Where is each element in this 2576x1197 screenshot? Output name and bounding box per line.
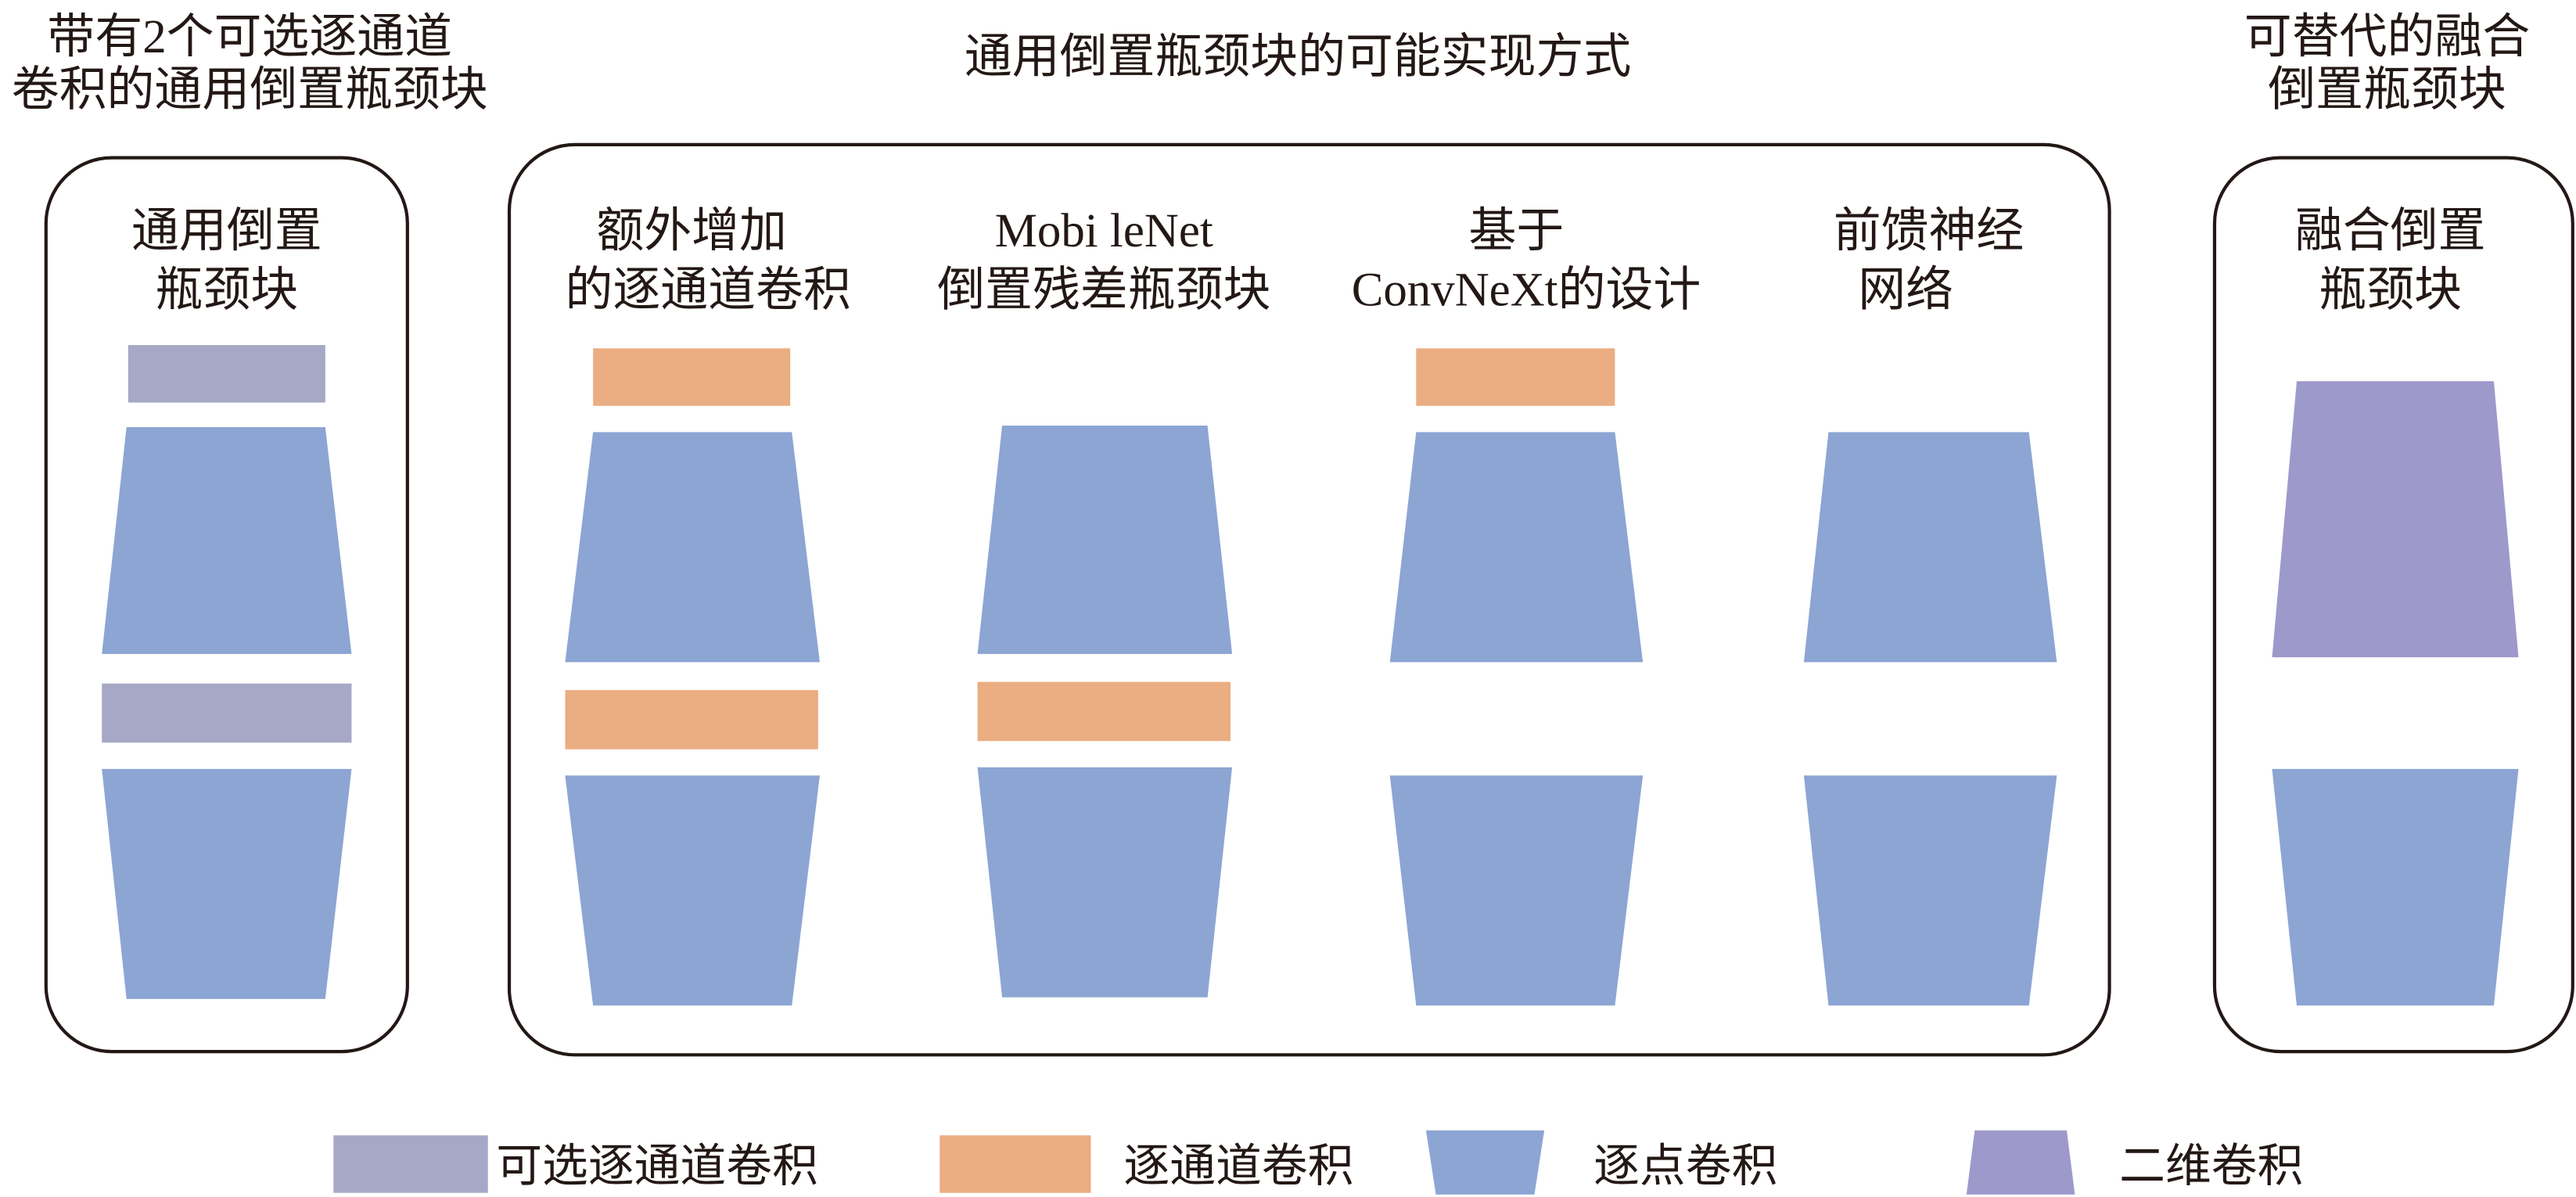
variant-1-depthwise-conv-top xyxy=(593,348,791,406)
right-group-box xyxy=(2212,156,2574,1054)
variant-3-pointwise-project xyxy=(1389,775,1644,1006)
left-block-label-line2: 瓶颈块 xyxy=(155,264,298,317)
middle-group-box xyxy=(507,142,2111,1057)
variant-3-label-line1: 基于 xyxy=(1469,205,1565,257)
variant-1-label-line1: 额外增加 xyxy=(596,205,787,257)
legend: 可选逐通道卷积 逐通道卷积 逐点卷积 二维卷积 xyxy=(333,1130,2303,1195)
variant-4-pointwise-project xyxy=(1803,775,2057,1006)
pointwise-conv-expand xyxy=(102,427,352,654)
optional-depthwise-conv-2 xyxy=(102,683,352,743)
fused-pointwise-project xyxy=(2272,768,2519,1006)
legend-swatch-depthwise xyxy=(940,1135,1091,1193)
legend-swatch-optional-depthwise xyxy=(333,1135,488,1193)
variant-1-pointwise-expand xyxy=(565,432,820,663)
variant-4-label-line1: 前馈神经 xyxy=(1834,205,2025,257)
variant-4-label-line2: 网络 xyxy=(1858,264,1953,317)
optional-depthwise-conv-1 xyxy=(128,345,325,403)
variant-2-label-line1: Mobi leNet xyxy=(995,205,1213,257)
variant-4-pointwise-expand xyxy=(1803,432,2057,663)
legend-swatch-pointwise xyxy=(1425,1130,1545,1195)
fused-conv2d xyxy=(2272,381,2519,658)
pointwise-conv-project xyxy=(102,768,352,999)
legend-label-conv2d: 二维卷积 xyxy=(2119,1141,2303,1192)
left-group-box xyxy=(44,156,409,1054)
variant-3-pointwise-expand xyxy=(1389,432,1644,663)
variant-2-pointwise-project xyxy=(977,767,1233,998)
right-block-label-line1: 融合倒置 xyxy=(2295,205,2486,257)
legend-swatch-conv2d xyxy=(1966,1130,2075,1195)
left-group-title-line1: 带有2个可选逐通道 xyxy=(47,11,452,63)
variant-1-label-line2: 的逐通道卷积 xyxy=(565,264,850,317)
right-group-title-line1: 可替代的融合 xyxy=(2244,11,2530,63)
variant-2-label-line2: 倒置残差瓶颈块 xyxy=(937,264,1270,317)
variant-2-pointwise-expand xyxy=(977,425,1233,654)
variant-3-depthwise-conv xyxy=(1416,348,1615,406)
right-block-label-line2: 瓶颈块 xyxy=(2319,264,2462,317)
variant-1-pointwise-project xyxy=(565,775,820,1006)
legend-label-depthwise: 逐通道卷积 xyxy=(1123,1141,1353,1192)
variant-1-depthwise-conv-mid xyxy=(565,690,818,749)
left-group-title-line2: 卷积的通用倒置瓶颈块 xyxy=(12,63,488,116)
variant-3-label-line2: ConvNeXt的设计 xyxy=(1352,264,1701,317)
right-group-title-line2: 倒置瓶颈块 xyxy=(2268,63,2506,116)
left-block-label-line1: 通用倒置 xyxy=(131,205,322,257)
legend-label-pointwise: 逐点卷积 xyxy=(1593,1141,1777,1192)
middle-group-title: 通用倒置瓶颈块的可能实现方式 xyxy=(965,31,1631,83)
legend-label-optional-depthwise: 可选逐通道卷积 xyxy=(496,1141,818,1192)
variant-2-depthwise-conv xyxy=(977,681,1231,742)
